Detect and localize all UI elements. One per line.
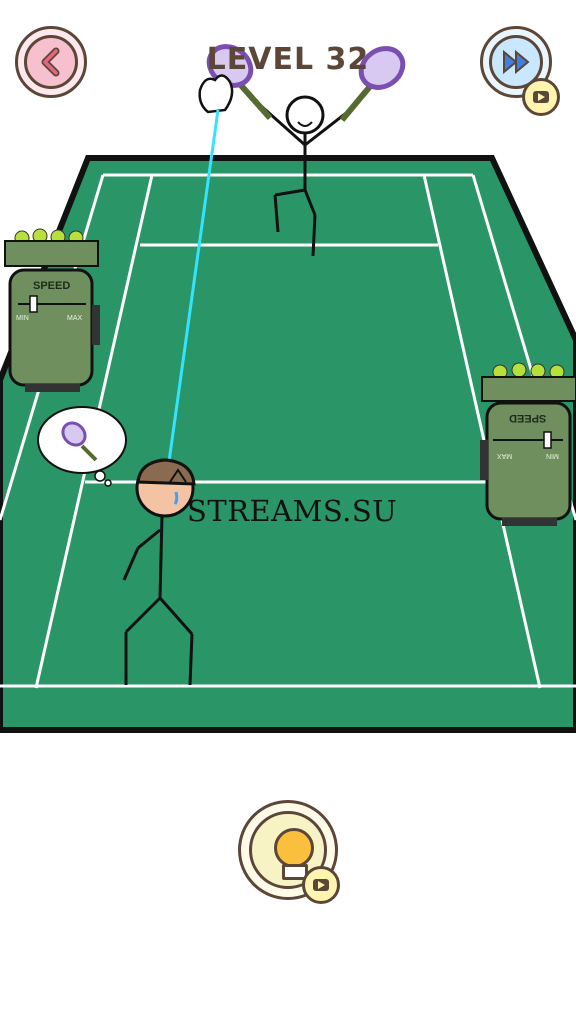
level-title: LEVEL 32 xyxy=(206,42,370,77)
right-ball-machine xyxy=(480,362,576,526)
watermark: STREAMS.SU xyxy=(187,494,398,528)
skip-button-face xyxy=(489,35,543,89)
player-stickman[interactable] xyxy=(122,458,196,686)
thought-bubble xyxy=(37,406,127,487)
hint-video-icon[interactable] xyxy=(302,866,340,904)
glove-hand-icon[interactable] xyxy=(198,74,234,114)
right-machine-max: MAX xyxy=(497,452,513,459)
fast-forward-icon xyxy=(503,49,530,75)
laser-line xyxy=(160,109,220,513)
left-machine-max: MAX xyxy=(67,315,83,322)
back-button-face xyxy=(24,35,78,89)
hint-button-face xyxy=(249,811,327,889)
back-button[interactable] xyxy=(15,26,87,98)
skip-level-button[interactable] xyxy=(480,26,552,98)
left-ball-machine xyxy=(4,228,100,392)
chevron-left-icon xyxy=(41,47,60,77)
right-machine-label: SPEED xyxy=(509,412,547,424)
right-racket xyxy=(339,46,406,122)
left-machine-label: SPEED xyxy=(33,280,71,292)
right-machine-min: MIN xyxy=(546,452,559,459)
racket-thought-icon xyxy=(61,421,98,462)
video-camera-icon[interactable] xyxy=(522,78,560,116)
left-machine-min: MIN xyxy=(16,315,29,322)
